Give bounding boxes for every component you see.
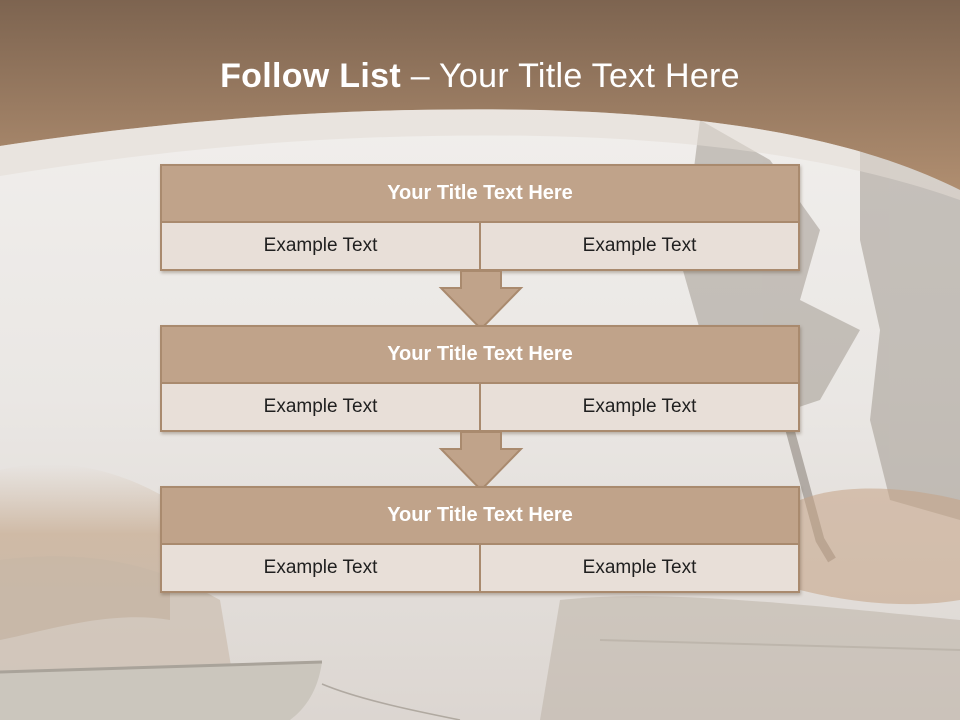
step-box-3: Your Title Text Here Example Text Exampl…: [160, 486, 800, 593]
step-box-1: Your Title Text Here Example Text Exampl…: [160, 164, 800, 271]
step-2-left-text: Example Text: [162, 384, 479, 430]
step-1-left-text: Example Text: [162, 223, 479, 269]
step-1-right-text: Example Text: [479, 223, 798, 269]
step-3-right-text: Example Text: [479, 545, 798, 591]
step-row-2: Example Text Example Text: [162, 384, 798, 430]
step-box-2: Your Title Text Here Example Text Exampl…: [160, 325, 800, 432]
down-arrow-icon: [438, 270, 524, 331]
step-row-1: Example Text Example Text: [162, 223, 798, 269]
step-3-left-text: Example Text: [162, 545, 479, 591]
step-2-right-text: Example Text: [479, 384, 798, 430]
step-title-3: Your Title Text Here: [162, 488, 798, 545]
slide-title-bold: Follow List: [220, 57, 401, 95]
step-title-2: Your Title Text Here: [162, 327, 798, 384]
down-arrow-icon: [438, 431, 524, 492]
slide-title: Follow List – Your Title Text Here: [0, 54, 960, 98]
step-title-1: Your Title Text Here: [162, 166, 798, 223]
step-row-3: Example Text Example Text: [162, 545, 798, 591]
slide-title-rest: – Your Title Text Here: [400, 57, 740, 95]
